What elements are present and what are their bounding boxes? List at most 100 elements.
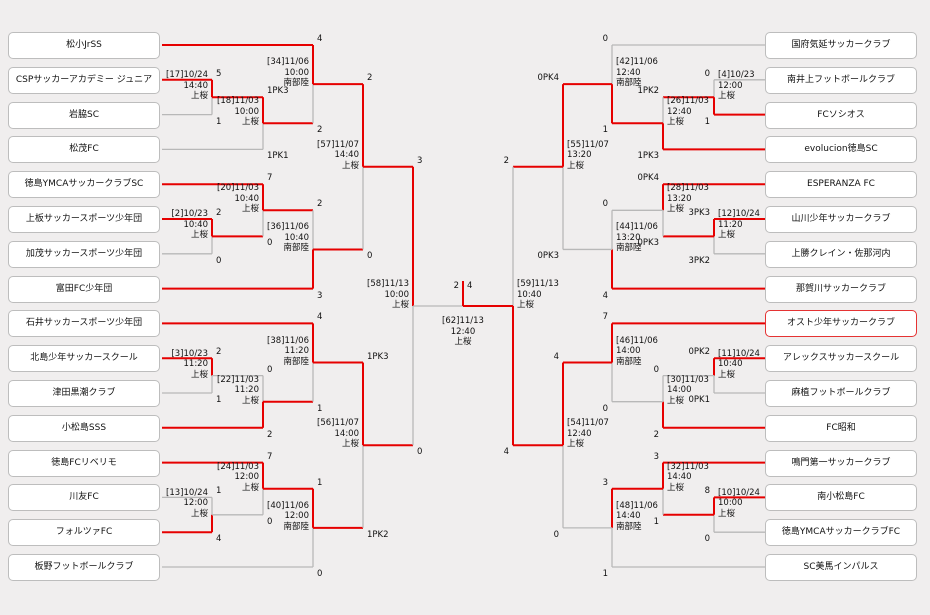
- match-date: 11/03: [234, 374, 260, 385]
- match-number: [26]: [667, 96, 685, 107]
- team-box: 加茂サッカースポーツ少年団: [8, 240, 160, 268]
- team-box: 南小松島FC: [765, 484, 917, 512]
- team-box: 岩脇SC: [8, 101, 160, 129]
- match-date: 11/03: [684, 96, 709, 107]
- match-score: 4: [317, 34, 323, 44]
- match-score: 4: [216, 534, 222, 545]
- match-number: [40]: [267, 500, 285, 511]
- match-date: 10/23: [183, 348, 209, 359]
- match-number: [18]: [217, 96, 235, 107]
- match-score: 0: [653, 364, 659, 375]
- match-date: 10/24: [183, 70, 209, 81]
- team-box: 上板サッカースポーツ少年団: [8, 206, 160, 233]
- match-score: 2: [453, 281, 459, 291]
- match-date: 10/24: [735, 209, 760, 220]
- match-time: 14:00: [616, 346, 641, 357]
- match-score: 7: [267, 451, 273, 462]
- match-venue: 上桜: [190, 508, 208, 519]
- team-box: 徳島FCリベリモ: [8, 449, 160, 477]
- match-score: 1PK3: [367, 351, 389, 362]
- match-venue: 上桜: [567, 160, 585, 171]
- match-date: 11/07: [584, 418, 609, 429]
- match-score: 1: [317, 403, 323, 414]
- match-venue: 上桜: [517, 300, 535, 310]
- match-score: 0: [216, 255, 222, 266]
- match-venue: 上桜: [190, 230, 208, 241]
- match-venue: 南部陸: [283, 521, 309, 532]
- match-time: 11:20: [183, 359, 209, 370]
- match-venue: 上桜: [718, 91, 736, 102]
- match-time: 11:20: [284, 346, 310, 357]
- match-venue: 上桜: [190, 91, 208, 102]
- match-score: 5: [216, 68, 222, 79]
- match-score: 0: [417, 447, 423, 458]
- match-venue: 上桜: [241, 395, 259, 406]
- match-number: [32]: [667, 461, 685, 472]
- match-score: 0: [602, 199, 608, 210]
- match-time: 10:40: [183, 219, 209, 230]
- match-time: 14:40: [334, 150, 360, 161]
- match-venue: 上桜: [718, 508, 736, 519]
- match-venue: 上桜: [341, 160, 359, 171]
- match-number: [20]: [217, 183, 235, 194]
- match-date: 11/03: [234, 96, 260, 107]
- match-time: 14:00: [667, 385, 692, 396]
- match-score: 0: [602, 34, 608, 44]
- match-number: [10]: [718, 487, 736, 498]
- match-number: [17]: [166, 70, 184, 81]
- match-score: 7: [602, 312, 608, 323]
- match-time: 10:00: [284, 67, 310, 78]
- match-time: 14:40: [667, 472, 692, 483]
- match-number: [58]: [367, 279, 385, 289]
- match-date: 11/06: [633, 500, 658, 511]
- match-time: 10:40: [718, 359, 743, 370]
- team-box: オスト少年サッカークラブ: [765, 310, 917, 338]
- match-date: 11/06: [284, 500, 310, 511]
- match-date: 11/13: [534, 279, 559, 289]
- match-score: 1: [216, 486, 222, 497]
- match-date: 11/03: [684, 461, 709, 472]
- match-time: 11:20: [234, 385, 260, 396]
- match-score: 1: [216, 395, 222, 405]
- match-number: [28]: [667, 183, 685, 194]
- match-score: 1: [602, 569, 608, 579]
- match-score: 0: [317, 569, 323, 579]
- match-score: 8: [704, 486, 710, 497]
- match-time: 12:00: [718, 80, 743, 91]
- match-venue: 南部陸: [283, 356, 309, 367]
- match-date: 11/06: [284, 222, 310, 233]
- match-time: 12:40: [667, 106, 692, 117]
- match-score: 2: [267, 429, 273, 440]
- match-score: 3PK2: [688, 255, 710, 266]
- match-time: 10:00: [234, 106, 260, 117]
- match-venue: 南部陸: [616, 78, 642, 89]
- match-score: 2: [216, 208, 222, 218]
- match-time: 13:20: [667, 193, 692, 204]
- team-box: 南井上フットボールクラブ: [765, 66, 917, 94]
- match-venue: 上桜: [241, 204, 259, 215]
- match-time: 12:00: [284, 511, 310, 522]
- match-venue: 南部陸: [616, 243, 642, 254]
- team-box: 松茂FC: [8, 136, 160, 164]
- match-time: 12:40: [567, 428, 592, 439]
- team-box: 松小JrSS: [8, 32, 160, 59]
- team-box: 山川少年サッカークラブ: [765, 206, 917, 233]
- match-time: 14:00: [334, 428, 360, 439]
- match-date: 10/23: [730, 70, 755, 81]
- match-score: 1: [653, 516, 659, 527]
- team-box: ESPERANZA FC: [765, 171, 917, 199]
- match-time: 14:40: [616, 511, 641, 522]
- match-date: 11/06: [633, 222, 658, 233]
- team-box: FC昭和: [765, 414, 917, 442]
- match-number: [42]: [616, 57, 634, 68]
- match-time: 12:40: [450, 326, 476, 337]
- match-time: 12:00: [183, 498, 209, 509]
